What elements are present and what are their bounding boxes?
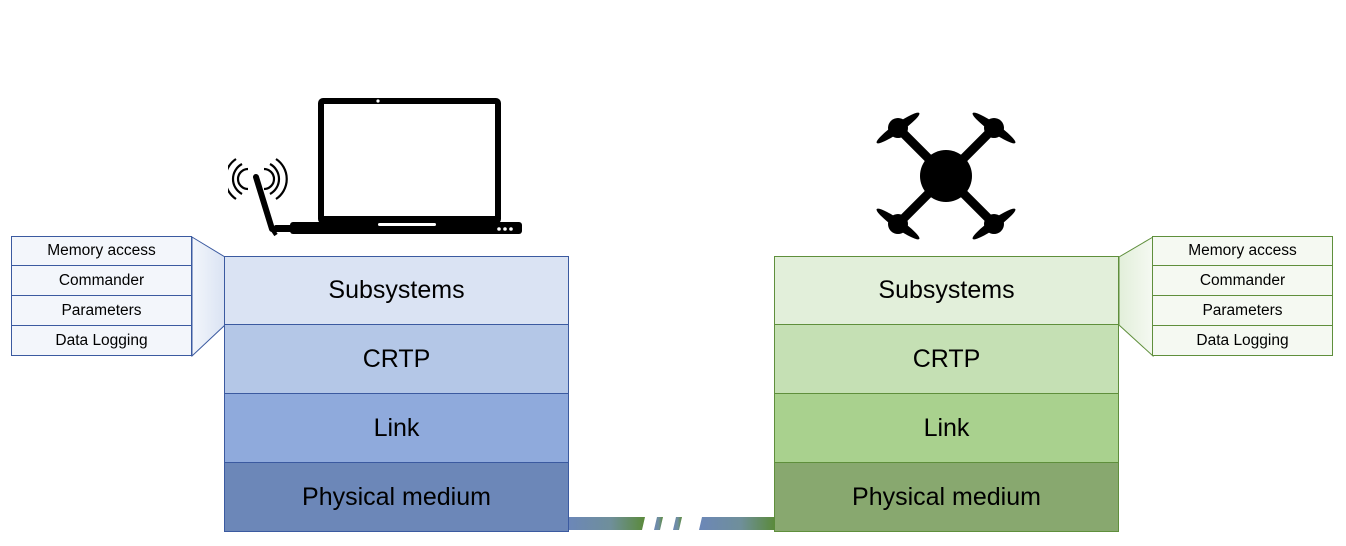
list-item: Parameters bbox=[11, 296, 192, 326]
list-item: Data Logging bbox=[1152, 326, 1333, 356]
physical-link-connector bbox=[569, 517, 775, 530]
right-subsystem-list: Memory access Commander Parameters Data … bbox=[1152, 236, 1333, 356]
layer-crtp: CRTP bbox=[774, 325, 1119, 394]
list-item: Parameters bbox=[1152, 296, 1333, 326]
drone-icon bbox=[876, 112, 1016, 240]
list-item: Data Logging bbox=[11, 326, 192, 356]
layer-physical-medium: Physical medium bbox=[774, 463, 1119, 532]
callout-left bbox=[191, 236, 226, 358]
layer-physical-medium: Physical medium bbox=[224, 463, 569, 532]
list-item: Commander bbox=[1152, 266, 1333, 296]
layer-subsystems: Subsystems bbox=[224, 256, 569, 325]
list-item: Memory access bbox=[11, 236, 192, 266]
layer-link: Link bbox=[224, 394, 569, 463]
layer-link: Link bbox=[774, 394, 1119, 463]
right-protocol-stack: Subsystems CRTP Link Physical medium bbox=[774, 256, 1119, 532]
list-item: Memory access bbox=[1152, 236, 1333, 266]
laptop-icon bbox=[274, 98, 522, 234]
list-item: Commander bbox=[11, 266, 192, 296]
layer-subsystems: Subsystems bbox=[774, 256, 1119, 325]
antenna-icon bbox=[228, 158, 288, 237]
left-subsystem-list: Memory access Commander Parameters Data … bbox=[11, 236, 192, 356]
layer-crtp: CRTP bbox=[224, 325, 569, 394]
callout-right bbox=[1118, 236, 1154, 358]
left-protocol-stack: Subsystems CRTP Link Physical medium bbox=[224, 256, 569, 532]
